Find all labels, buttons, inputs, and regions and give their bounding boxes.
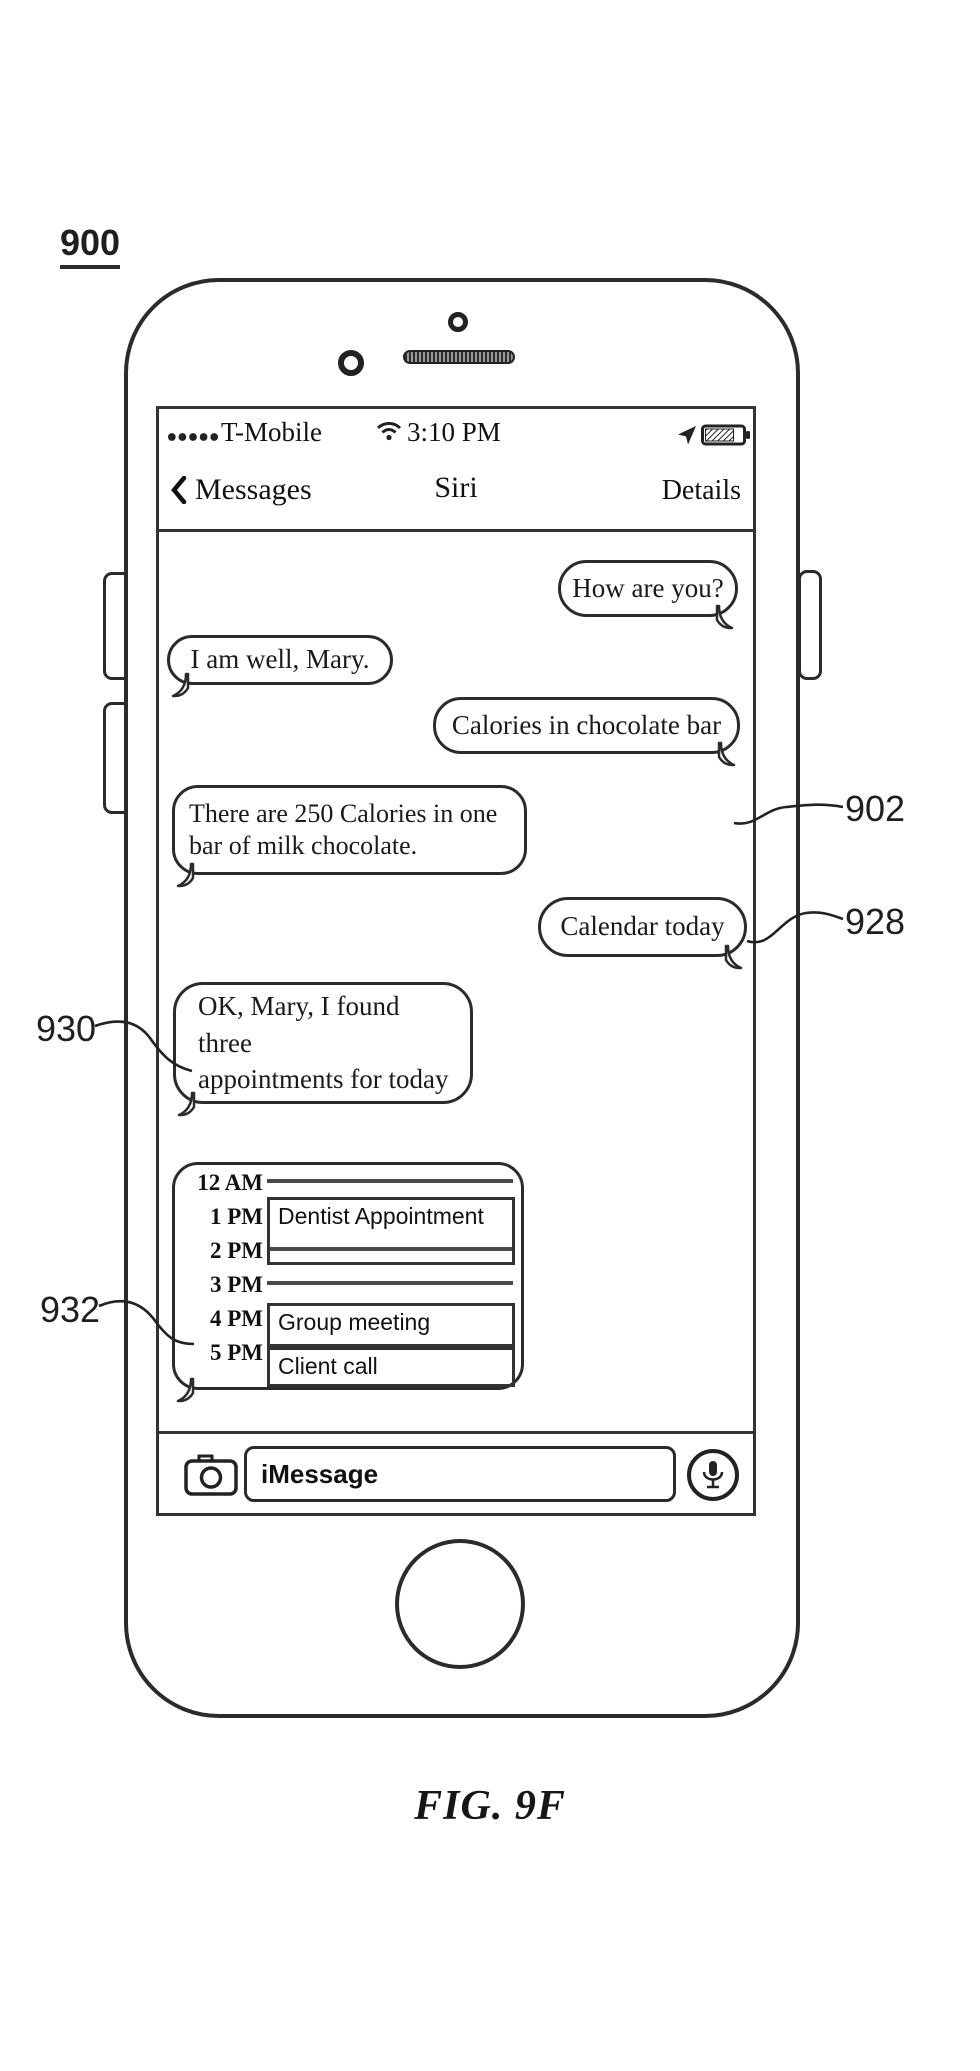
message-bubble-incoming: OK, Mary, I found three appointments for… [173, 982, 473, 1117]
nav-divider [159, 529, 753, 532]
calendar-hour-label: 12 AM [197, 1170, 263, 1195]
chevron-left-icon [171, 476, 187, 504]
phone-screen: T-Mobile 3:10 PM [156, 406, 756, 1516]
message-text: Calendar today [560, 911, 725, 942]
phone-body: T-Mobile 3:10 PM [124, 278, 800, 1718]
proximity-sensor-icon [448, 312, 468, 332]
clock-label: 3:10 PM [407, 417, 501, 447]
message-bubble-outgoing: Calories in chocolate bar [433, 697, 740, 767]
signal-dots-icon [167, 431, 219, 443]
calendar-hour-label: 2 PM [209, 1238, 263, 1263]
calendar-gridline [267, 1281, 513, 1285]
ref-label-902: 902 [845, 788, 906, 829]
carrier-label: T-Mobile [221, 417, 322, 447]
camera-icon[interactable] [184, 1453, 238, 1497]
calendar-hour-label: 1 PM [209, 1204, 263, 1229]
calendar-event: Client call [267, 1347, 515, 1387]
calendar-hour-label: 4 PM [209, 1306, 263, 1331]
message-bubble-outgoing: How are you? [558, 560, 738, 630]
message-bubble-incoming: I am well, Mary. [167, 635, 393, 698]
microphone-icon [702, 1460, 724, 1490]
message-text: How are you? [572, 572, 724, 603]
ref-label-932: 932 [40, 1289, 101, 1330]
battery-icon [701, 423, 751, 447]
calendar-hour-label: 5 PM [209, 1340, 263, 1365]
front-camera-icon [338, 350, 364, 376]
figure-caption: FIG. 9F [414, 1783, 566, 1829]
details-button[interactable]: Details [661, 475, 741, 506]
calendar-hour-label: 3 PM [209, 1272, 263, 1297]
message-bubble-outgoing: Calendar today [538, 897, 747, 970]
conversation-title: Siri [434, 471, 478, 504]
imessage-input[interactable]: iMessage [244, 1446, 676, 1502]
ref-label-928: 928 [845, 901, 906, 942]
composer-divider [159, 1431, 753, 1434]
calendar-event: Group meeting [267, 1303, 515, 1347]
back-button-label: Messages [195, 473, 312, 506]
wifi-icon [377, 421, 401, 441]
calendar-gridline [267, 1179, 513, 1183]
message-text: There are 250 Calories in one bar of mil… [189, 798, 498, 861]
earpiece-speaker-grille [403, 350, 515, 364]
calendar-widget: 12 AM 1 PM 2 PM 3 PM 4 PM 5 PM Dentist A… [172, 1162, 524, 1403]
location-arrow-icon [677, 425, 697, 445]
message-text: OK, Mary, I found three appointments for… [198, 991, 449, 1095]
imessage-placeholder: iMessage [261, 1459, 379, 1489]
calendar-gridline [267, 1247, 513, 1251]
ref-label-930: 930 [36, 1008, 97, 1049]
message-text: I am well, Mary. [190, 644, 370, 675]
calendar-event: Dentist Appointment [267, 1197, 515, 1265]
microphone-button[interactable] [687, 1449, 739, 1501]
figure-number: 900 [60, 222, 121, 269]
back-button[interactable]: Messages [171, 473, 312, 507]
power-button[interactable] [798, 570, 822, 680]
message-text: Calories in chocolate bar [451, 709, 722, 740]
home-button[interactable] [395, 1539, 525, 1669]
message-bubble-incoming: There are 250 Calories in one bar of mil… [172, 785, 527, 888]
